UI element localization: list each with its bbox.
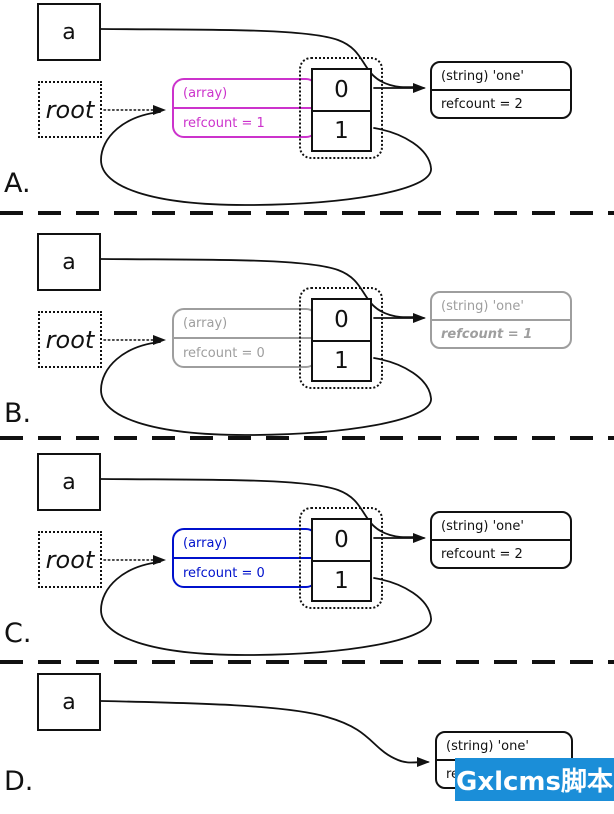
root-box: root [38, 81, 102, 138]
variable-a-box: a [37, 3, 101, 61]
arrow-cell1-self-loop [100, 341, 432, 436]
section-label-a: A. [4, 168, 31, 199]
array-refcount-label: refcount = 0 [183, 346, 265, 361]
array-refcount-label: refcount = 1 [183, 116, 265, 131]
array-node: (array) refcount = 1 [172, 78, 318, 138]
array-cell-1: 1 [334, 348, 349, 374]
string-type-label: (string) 'one' [432, 293, 570, 321]
watermark-text: Gxlcms脚本 [455, 767, 613, 797]
section-b: a root (array) refcount = 0 0 1 (string)… [0, 230, 614, 450]
watermark-badge: Gxlcms脚本 [455, 758, 614, 801]
arrow-a-to-string [100, 258, 419, 319]
string-node: (string) 'one' refcount = 2 [430, 511, 572, 569]
array-cell-1: 1 [334, 118, 349, 144]
array-cells: 0 1 [311, 68, 372, 152]
string-type-label: (string) 'one' [432, 513, 570, 541]
string-refcount-label: refcount = 2 [441, 547, 523, 562]
section-label-c: C. [4, 618, 32, 649]
array-node: (array) refcount = 0 [172, 308, 318, 368]
arrow-a-to-string [100, 700, 430, 768]
arrow-a-to-string [100, 478, 419, 539]
dashed-separator-2 [0, 436, 614, 440]
dashed-separator-3 [0, 660, 614, 664]
variable-a-box: a [37, 673, 101, 731]
string-node: (string) 'one' refcount = 2 [430, 61, 572, 119]
arrow-cell1-self-loop [100, 111, 432, 206]
array-type-label: (array) [174, 80, 316, 109]
variable-a-label: a [62, 469, 76, 495]
root-box: root [38, 531, 102, 588]
array-refcount-label: refcount = 0 [183, 566, 265, 581]
array-cells-outline [299, 287, 383, 389]
array-type-label: (array) [174, 530, 316, 559]
array-cell-0: 0 [313, 300, 370, 342]
section-d: a (string) 'one' refcount = 2 D. Gxlcms脚… [0, 670, 614, 814]
string-type-label: (string) 'one' [437, 733, 571, 761]
root-label: root [45, 95, 95, 124]
section-label-d: D. [4, 766, 34, 797]
root-box: root [38, 311, 102, 368]
array-cells-outline [299, 507, 383, 609]
string-refcount-label: refcount = 1 [441, 327, 533, 342]
root-label: root [45, 545, 95, 574]
variable-a-label: a [62, 689, 76, 715]
string-type-label: (string) 'one' [432, 63, 570, 91]
variable-a-box: a [37, 233, 101, 291]
section-label-b: B. [4, 398, 32, 429]
variable-a-box: a [37, 453, 101, 511]
string-node: (string) 'one' refcount = 1 [430, 291, 572, 349]
arrow-cell1-self-loop [100, 561, 432, 656]
array-cells: 0 1 [311, 518, 372, 602]
array-cell-0: 0 [313, 520, 370, 562]
dashed-separator-1 [0, 211, 614, 215]
array-cell-1: 1 [334, 568, 349, 594]
section-c: a root (array) refcount = 0 0 1 (string)… [0, 450, 614, 670]
array-type-label: (array) [174, 310, 316, 339]
array-cell-0: 0 [313, 70, 370, 112]
array-node: (array) refcount = 0 [172, 528, 318, 588]
section-a: a root (array) refcount = 1 0 1 (string)… [0, 0, 614, 230]
array-cells-outline [299, 57, 383, 159]
variable-a-label: a [62, 19, 76, 45]
array-cells: 0 1 [311, 298, 372, 382]
variable-a-label: a [62, 249, 76, 275]
string-refcount-label: refcount = 2 [441, 97, 523, 112]
root-label: root [45, 325, 95, 354]
arrow-a-to-string [100, 28, 419, 89]
